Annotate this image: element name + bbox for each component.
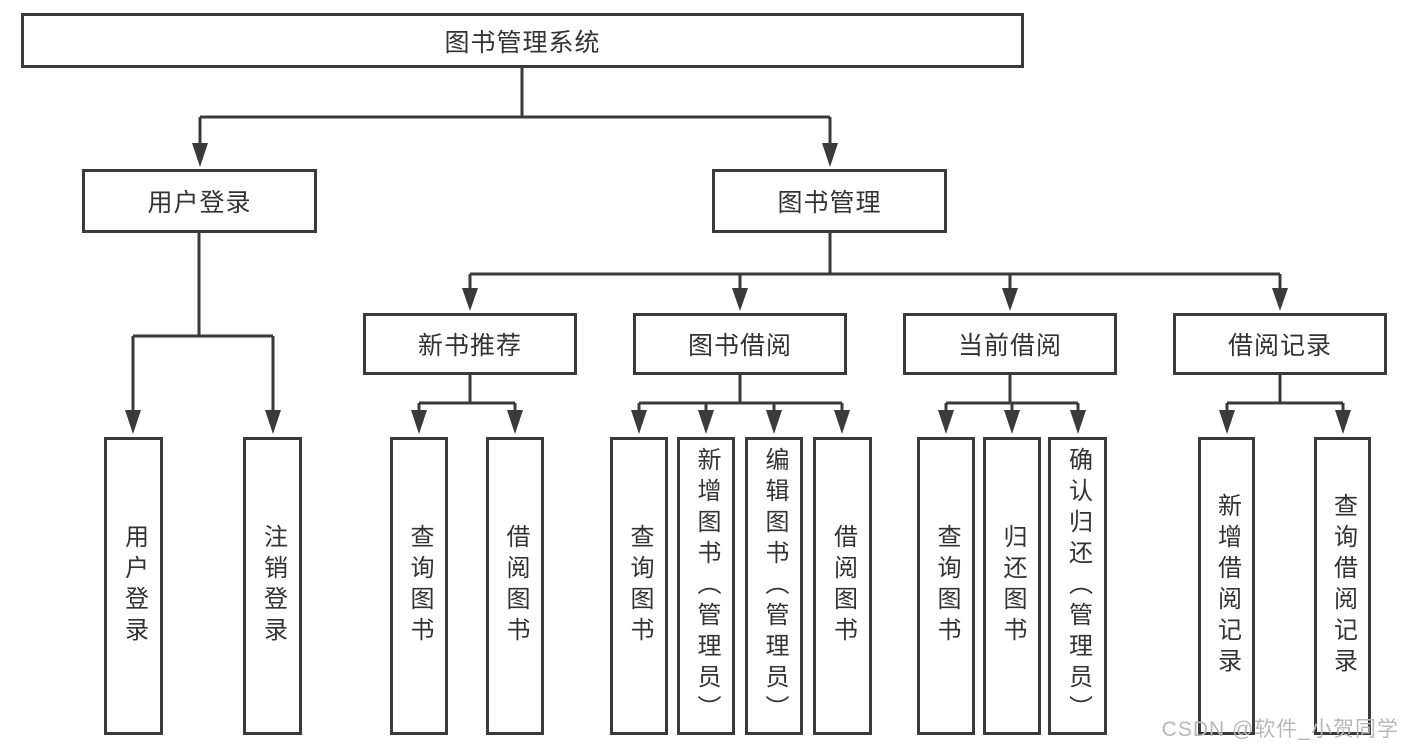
leaf-bb-add-books-admin: 新增图书（管理员） — [677, 437, 735, 735]
leaf-cb-query-books: 查询图书 — [917, 437, 975, 735]
leaf-logout: 注销登录 — [243, 437, 302, 735]
node-user-login-label: 用户登录 — [147, 189, 252, 217]
leaf-cb-confirm-return-admin: 确认归还（管理员） — [1048, 437, 1107, 735]
leaf-br-add-record-label: 新增借阅记录 — [1213, 493, 1241, 679]
connector-book-borrow-to-leaves — [631, 375, 850, 434]
leaf-nb-query-books-label: 查询图书 — [406, 524, 433, 648]
connector-current-borrow-to-leaves — [938, 375, 1086, 434]
connector-new-book-rec-to-leaves — [411, 375, 523, 434]
node-new-book-rec-label: 新书推荐 — [417, 332, 522, 360]
leaf-bb-edit-books-admin-label: 编辑图书（管理员） — [761, 446, 788, 726]
node-book-borrow: 图书借阅 — [633, 313, 847, 375]
leaf-bb-query-books: 查询图书 — [610, 437, 668, 735]
node-borrow-records-label: 借阅记录 — [1227, 332, 1332, 360]
node-root: 图书管理系统 — [21, 13, 1024, 68]
connector-user-login-to-leaves — [125, 233, 281, 434]
connector-root-to-level1 — [192, 68, 838, 167]
leaf-cb-query-books-label: 查询图书 — [933, 524, 960, 648]
leaf-br-query-record-label: 查询借阅记录 — [1329, 493, 1357, 679]
node-book-mgmt: 图书管理 — [712, 169, 947, 233]
node-new-book-rec: 新书推荐 — [363, 313, 577, 375]
leaf-cb-return-books-label: 归还图书 — [999, 524, 1026, 648]
leaf-bb-borrow-books-label: 借阅图书 — [829, 524, 857, 648]
node-user-login: 用户登录 — [82, 169, 317, 233]
node-borrow-records: 借阅记录 — [1173, 313, 1387, 375]
node-book-borrow-label: 图书借阅 — [687, 332, 792, 360]
csdn-watermark: CSDN @软件_小贺同学 — [1161, 718, 1399, 741]
leaf-user-login-label: 用户登录 — [120, 524, 148, 648]
leaf-bb-add-books-admin-label: 新增图书（管理员） — [693, 446, 720, 726]
node-root-label: 图书管理系统 — [444, 28, 601, 57]
node-book-mgmt-label: 图书管理 — [777, 189, 882, 217]
node-current-borrow-label: 当前借阅 — [957, 332, 1062, 360]
leaf-bb-borrow-books: 借阅图书 — [813, 437, 872, 735]
leaf-cb-return-books: 归还图书 — [983, 437, 1041, 735]
leaf-logout-label: 注销登录 — [259, 524, 287, 648]
leaf-cb-confirm-return-admin-label: 确认归还（管理员） — [1064, 446, 1092, 726]
leaf-nb-borrow-books: 借阅图书 — [486, 437, 544, 735]
node-current-borrow: 当前借阅 — [903, 313, 1117, 375]
leaf-user-login: 用户登录 — [104, 437, 163, 735]
leaf-bb-edit-books-admin: 编辑图书（管理员） — [745, 437, 803, 735]
leaf-nb-query-books: 查询图书 — [390, 437, 448, 735]
connector-borrow-records-to-leaves — [1219, 375, 1351, 434]
leaf-bb-query-books-label: 查询图书 — [626, 524, 653, 648]
connector-book-mgmt-to-level2 — [462, 233, 1288, 311]
leaf-nb-borrow-books-label: 借阅图书 — [502, 524, 529, 648]
leaf-br-query-record: 查询借阅记录 — [1314, 437, 1371, 735]
leaf-br-add-record: 新增借阅记录 — [1198, 437, 1255, 735]
